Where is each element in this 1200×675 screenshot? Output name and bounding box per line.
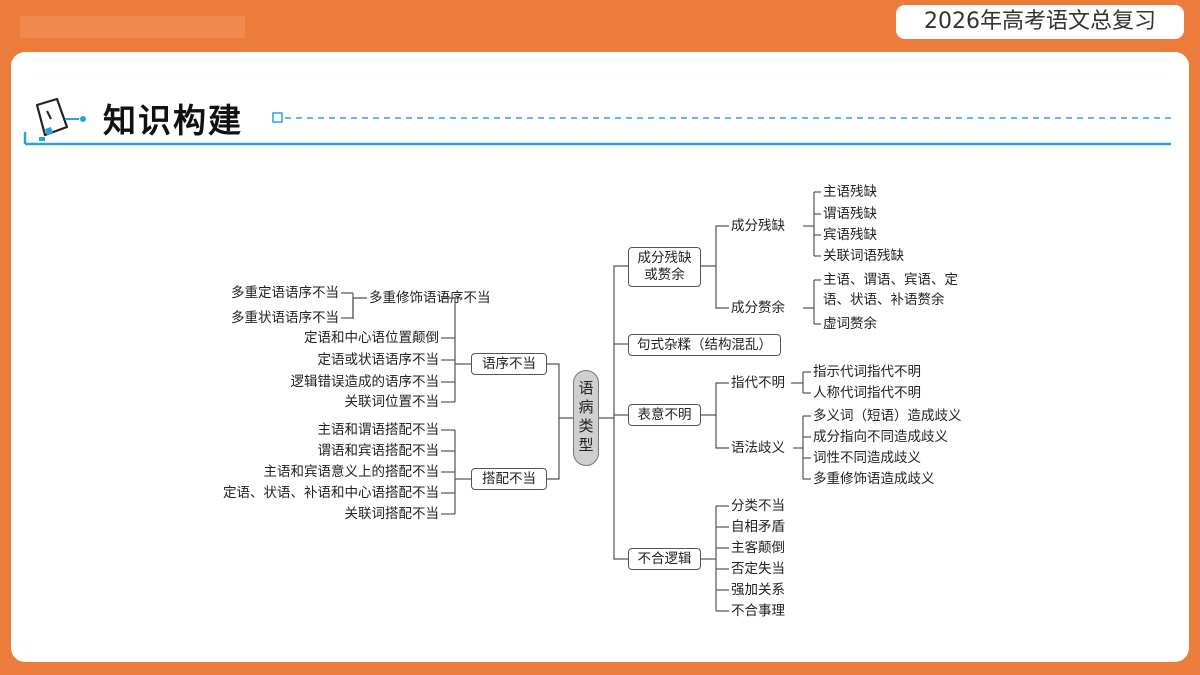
node-zhidai: 指代不明 [731,375,785,391]
leaf-dapei-5: 关联词搭配不当 [344,506,440,522]
node-dapei: 搭配不当 [471,468,547,490]
leaf-qiyi-2: 成分指向不同造成歧义 [813,429,948,445]
leaf-luoji-1: 分类不当 [731,498,785,514]
node-multi-modifier: 多重修饰语语序不当 [369,290,491,306]
leaf-yuxu-4: 关联词位置不当 [344,394,440,410]
node-luoji: 不合逻辑 [628,548,701,570]
leaf-canque-4: 关联词语残缺 [823,248,904,264]
leaf-luoji-3: 主客颠倒 [731,540,785,556]
leaf-yuxu-2: 定语或状语语序不当 [317,352,440,368]
leaf-dapei-2: 谓语和宾语搭配不当 [317,443,440,459]
section-title: 知识构建 [103,101,243,140]
leaf-qiyi-4: 多重修饰语造成歧义 [813,471,935,487]
leaf-zhidai-2: 人称代词指代不明 [813,385,921,401]
leaf-luoji-2: 自相矛盾 [731,519,785,535]
node-yuxu: 语序不当 [471,353,547,375]
leaf-luoji-4: 否定失当 [731,561,785,577]
leaf-luoji-6: 不合事理 [731,603,785,619]
node-chengfen: 成分残缺或赘余 [628,247,701,287]
leaf-multi-2: 多重状语语序不当 [231,310,339,326]
course-badge: 2026年高考语文总复习 [896,5,1184,39]
leaf-zhuiyu-2: 虚词赘余 [823,316,877,332]
node-biaoyi: 表意不明 [628,404,701,426]
node-canque: 成分残缺 [731,218,785,234]
leaf-canque-3: 宾语残缺 [823,227,877,243]
node-zhuiyu: 成分赘余 [731,300,785,316]
leaf-dapei-3: 主语和宾语意义上的搭配不当 [263,464,440,480]
leaf-canque-1: 主语残缺 [823,184,877,200]
leaf-dapei-4: 定语、状语、补语和中心语搭配不当 [223,485,439,501]
diagram-connectors [341,191,821,612]
content-panel: 知识构建 [11,52,1189,662]
leaf-qiyi-1: 多义词（短语）造成歧义 [813,408,962,424]
leaf-dapei-1: 主语和谓语搭配不当 [317,422,440,438]
leaf-qiyi-3: 词性不同造成歧义 [813,450,921,466]
leaf-multi-1: 多重定语语序不当 [231,285,339,301]
leaf-canque-2: 谓语残缺 [823,206,877,222]
node-qiyi: 语法歧义 [731,440,785,456]
leaf-zhuiyu-1: 主语、谓语、宾语、定语、状语、补语赘余 [823,272,958,308]
node-zaro: 句式杂糅（结构混乱） [628,334,781,356]
leaf-luoji-5: 强加关系 [731,582,785,598]
leaf-zhidai-1: 指示代词指代不明 [813,364,921,380]
title-rule [23,112,1171,146]
pencil-board-icon [35,97,86,141]
root-node: 语病类型 [573,370,599,466]
leaf-yuxu-1: 定语和中心语位置颠倒 [304,330,439,346]
leaf-yuxu-3: 逻辑错误造成的语序不当 [290,374,440,390]
